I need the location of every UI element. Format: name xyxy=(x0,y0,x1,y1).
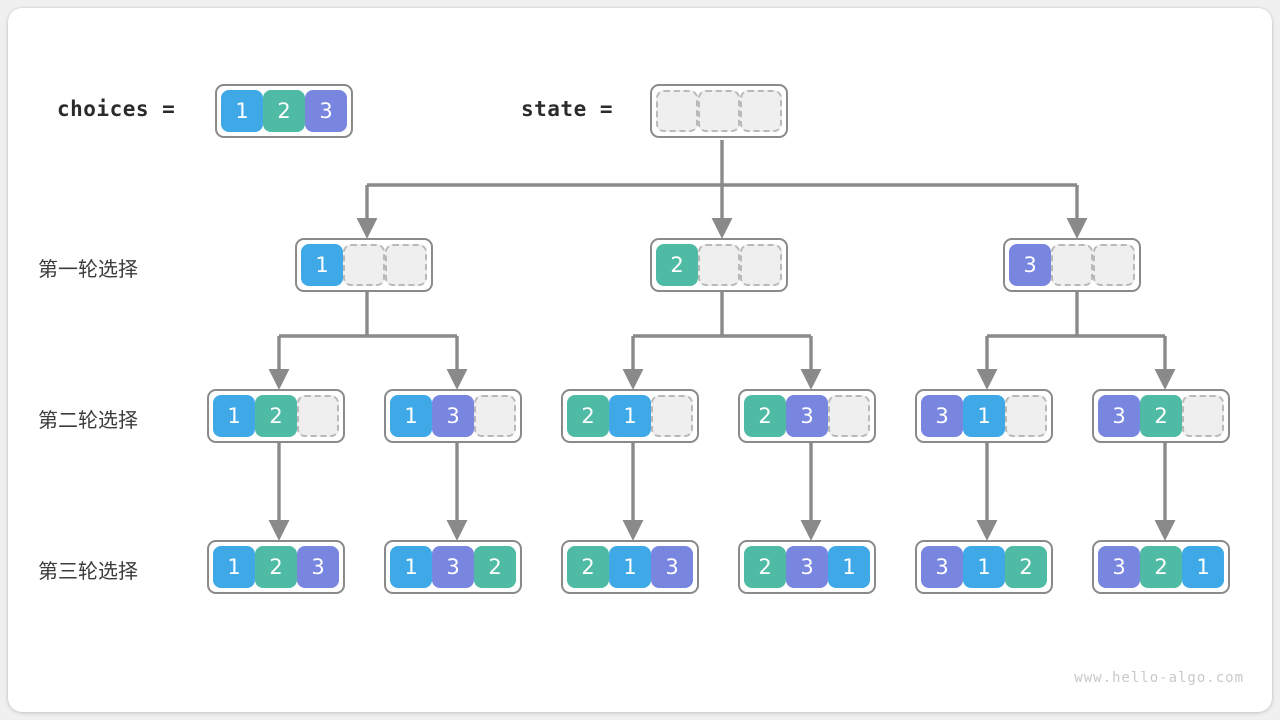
empty-cell xyxy=(1051,244,1093,286)
value-cell-2: 2 xyxy=(567,546,609,588)
empty-cell xyxy=(1182,395,1224,437)
state-label: state = xyxy=(521,97,614,121)
empty-cell xyxy=(740,90,782,132)
row-label-round-2: 第二轮选择 xyxy=(38,408,138,432)
value-cell-3: 3 xyxy=(305,90,347,132)
value-cell-3: 3 xyxy=(432,546,474,588)
empty-cell xyxy=(1005,395,1047,437)
row-label-round-1: 第一轮选择 xyxy=(38,257,138,281)
value-cell-2: 2 xyxy=(1140,546,1182,588)
empty-cell xyxy=(698,244,740,286)
value-cell-2: 2 xyxy=(744,546,786,588)
value-cell-3: 3 xyxy=(921,395,963,437)
value-cell-1: 1 xyxy=(1182,546,1224,588)
choices-label: choices = xyxy=(57,97,176,121)
empty-cell xyxy=(651,395,693,437)
empty-cell xyxy=(1093,244,1135,286)
value-cell-1: 1 xyxy=(609,546,651,588)
value-cell-3: 3 xyxy=(432,395,474,437)
empty-cell xyxy=(740,244,782,286)
value-cell-3: 3 xyxy=(1098,395,1140,437)
value-cell-1: 1 xyxy=(963,546,1005,588)
state-array-root xyxy=(650,84,788,138)
value-cell-2: 2 xyxy=(1005,546,1047,588)
value-cell-2: 2 xyxy=(263,90,305,132)
value-cell-3: 3 xyxy=(297,546,339,588)
value-cell-1: 1 xyxy=(221,90,263,132)
level1-node-1: 1 xyxy=(295,238,433,292)
value-cell-2: 2 xyxy=(656,244,698,286)
empty-cell xyxy=(698,90,740,132)
value-cell-1: 1 xyxy=(609,395,651,437)
diagram-card xyxy=(8,8,1272,712)
value-cell-1: 1 xyxy=(213,546,255,588)
empty-cell xyxy=(385,244,427,286)
value-cell-2: 2 xyxy=(1140,395,1182,437)
empty-cell xyxy=(474,395,516,437)
value-cell-2: 2 xyxy=(474,546,516,588)
value-cell-2: 2 xyxy=(255,395,297,437)
empty-cell xyxy=(297,395,339,437)
watermark: www.hello-algo.com xyxy=(1074,670,1244,686)
empty-cell xyxy=(828,395,870,437)
value-cell-3: 3 xyxy=(651,546,693,588)
value-cell-1: 1 xyxy=(390,546,432,588)
value-cell-3: 3 xyxy=(786,395,828,437)
level1-node-2: 2 xyxy=(650,238,788,292)
empty-cell xyxy=(343,244,385,286)
value-cell-2: 2 xyxy=(567,395,609,437)
value-cell-1: 1 xyxy=(390,395,432,437)
level1-node-3: 3 xyxy=(1003,238,1141,292)
row-label-round-3: 第三轮选择 xyxy=(38,559,138,583)
value-cell-1: 1 xyxy=(963,395,1005,437)
value-cell-3: 3 xyxy=(921,546,963,588)
value-cell-1: 1 xyxy=(828,546,870,588)
value-cell-3: 3 xyxy=(1009,244,1051,286)
value-cell-1: 1 xyxy=(301,244,343,286)
value-cell-2: 2 xyxy=(744,395,786,437)
empty-cell xyxy=(656,90,698,132)
value-cell-3: 3 xyxy=(1098,546,1140,588)
value-cell-2: 2 xyxy=(255,546,297,588)
value-cell-1: 1 xyxy=(213,395,255,437)
value-cell-3: 3 xyxy=(786,546,828,588)
